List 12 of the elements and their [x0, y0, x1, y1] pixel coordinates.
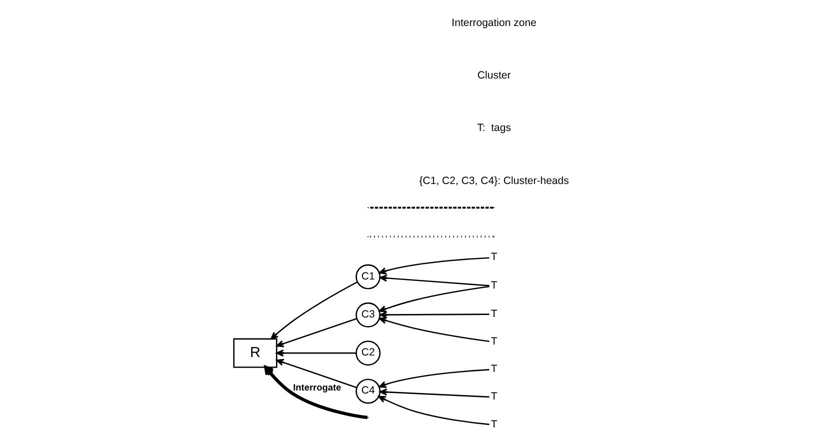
- node-text: T: [490, 418, 498, 430]
- node-text: T: [490, 250, 498, 263]
- label: {C1, C2, C3, C4}: Cluster-heads: [419, 174, 569, 186]
- label: T: tags: [477, 122, 512, 134]
- legend-label: Interrogation zone: [452, 16, 536, 28]
- node-text: T: [490, 334, 498, 347]
- node-text: T: [490, 307, 498, 320]
- node-text: T: [490, 278, 498, 291]
- legend-label: Cluster: [477, 69, 511, 82]
- edge-label: Interrogate: [293, 382, 342, 392]
- node-text: T: [490, 390, 498, 402]
- node-text: T: [490, 362, 498, 375]
